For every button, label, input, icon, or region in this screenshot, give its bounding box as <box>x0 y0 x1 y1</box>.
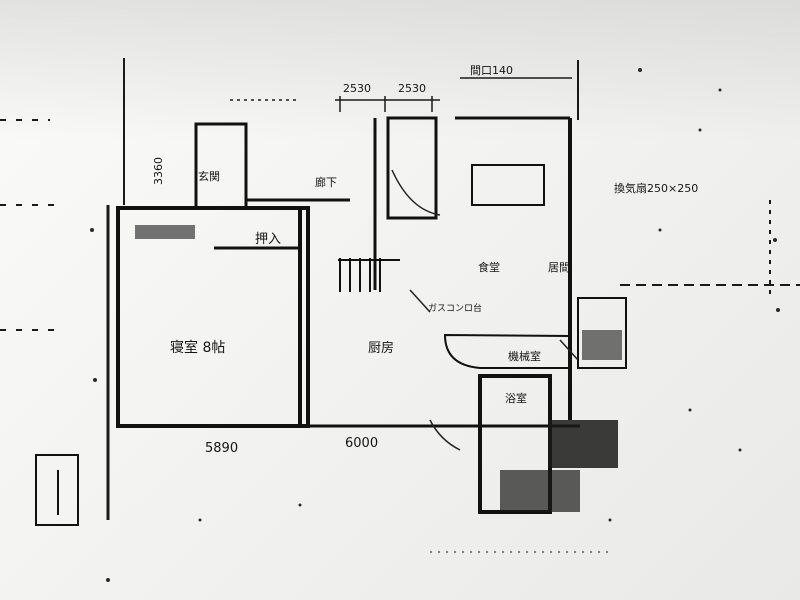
left-bottom-fixture <box>35 454 79 526</box>
hatch-lower-right <box>548 420 618 468</box>
room-living: 居間 <box>548 261 570 274</box>
room-dining: 食堂 <box>478 260 500 274</box>
door-swing-4 <box>559 339 579 361</box>
dim-top-right: 間口140 <box>470 64 513 77</box>
room-bath: 浴室 <box>505 391 527 405</box>
door-swing-2 <box>409 289 431 313</box>
stairs <box>338 258 400 292</box>
door-swing-3 <box>429 419 461 451</box>
vent-note: 換気扇250×250 <box>614 181 698 195</box>
hatched-areas <box>135 225 622 512</box>
fixture-box <box>35 454 79 526</box>
noise-4 <box>658 228 662 232</box>
noise-10 <box>93 378 97 382</box>
dim-bottom-right: 6000 <box>345 436 378 451</box>
noise-7 <box>608 518 612 522</box>
noise-12 <box>773 238 777 242</box>
sink-counter <box>443 333 571 369</box>
dim-top-b: 2530 <box>398 82 426 95</box>
door-swings <box>391 169 579 451</box>
hatch-bottom <box>500 470 580 512</box>
noise-13 <box>776 308 780 312</box>
dim-bottom-left: 5890 <box>205 441 238 456</box>
room-entrance: 玄関 <box>198 169 220 183</box>
room-utility: 機械室 <box>508 349 541 363</box>
counter-box <box>471 164 545 206</box>
noise-2 <box>698 128 702 132</box>
counter-note: ガスコンロ台 <box>428 302 482 314</box>
room-corridor: 廊下 <box>315 175 337 189</box>
noise-11 <box>90 228 94 232</box>
noise-6 <box>738 448 742 452</box>
noise-3 <box>718 88 722 92</box>
door-swing-1 <box>391 169 441 216</box>
noise-9 <box>298 503 302 507</box>
toilet-wall <box>386 116 438 220</box>
dim-left-vertical: 3360 <box>152 157 165 185</box>
room-storage: 押入 <box>255 232 281 247</box>
side-fixture <box>577 297 627 369</box>
hatch-side <box>582 330 622 360</box>
noise-5 <box>688 408 692 412</box>
border-lines <box>0 58 800 553</box>
closet-wall <box>194 122 248 210</box>
room-bedroom: 寝室 8帖 <box>170 339 225 356</box>
noise-8 <box>198 518 202 522</box>
dim-top-a: 2530 <box>343 82 371 95</box>
noise-1 <box>638 68 642 72</box>
room-kitchen: 厨房 <box>368 340 394 356</box>
scan-noise <box>90 68 780 582</box>
noise-14 <box>106 578 110 582</box>
top-dimension-lines <box>230 77 572 112</box>
hatch-bedroom-top <box>135 225 195 239</box>
